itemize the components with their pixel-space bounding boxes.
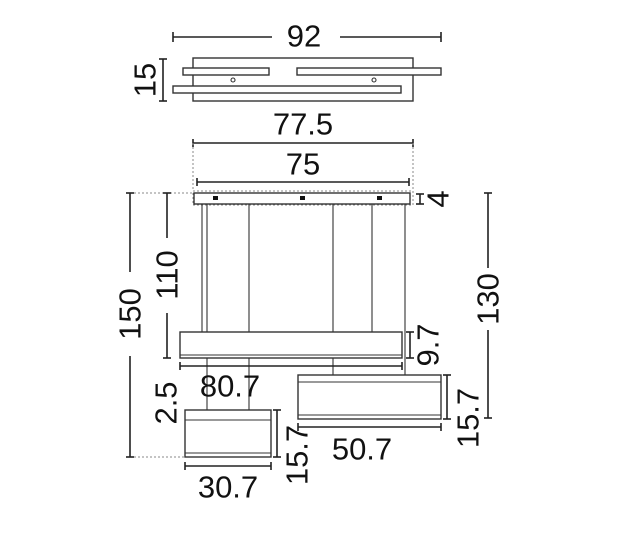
label-15: 15 bbox=[128, 63, 163, 97]
canopy-outline bbox=[192, 190, 414, 206]
label-50-7: 50.7 bbox=[332, 432, 392, 467]
label-130: 130 bbox=[471, 273, 506, 325]
canopy-top bbox=[192, 57, 414, 102]
label-9-7: 9.7 bbox=[411, 323, 446, 366]
label-150: 150 bbox=[113, 288, 148, 340]
label-medium-height: 15.7 bbox=[451, 388, 486, 448]
label-30-7: 30.7 bbox=[198, 470, 258, 505]
label-small-height: 15.7 bbox=[280, 425, 315, 485]
bar-long bbox=[172, 85, 402, 94]
label-110: 110 bbox=[150, 250, 185, 299]
large-bar bbox=[179, 331, 403, 359]
label-4: 4 bbox=[421, 190, 456, 207]
label-77-5: 77.5 bbox=[273, 107, 333, 142]
screw-hole bbox=[371, 77, 377, 83]
label-2-5: 2.5 bbox=[149, 381, 184, 424]
side-view: 4 9.7 80.7 2.5 15.7 50.7 bbox=[113, 190, 506, 504]
screw-hole bbox=[230, 77, 236, 83]
mount-square bbox=[377, 196, 382, 200]
mount-square bbox=[213, 196, 218, 200]
label-75: 75 bbox=[286, 147, 320, 182]
bar-top-left bbox=[182, 67, 270, 76]
mount-square bbox=[300, 196, 305, 200]
top-view: 92 15 77.5 75 bbox=[128, 19, 442, 191]
label-80-7: 80.7 bbox=[200, 369, 260, 404]
label-92: 92 bbox=[287, 19, 321, 54]
small-box bbox=[184, 409, 272, 458]
bar-top-right bbox=[296, 67, 442, 76]
